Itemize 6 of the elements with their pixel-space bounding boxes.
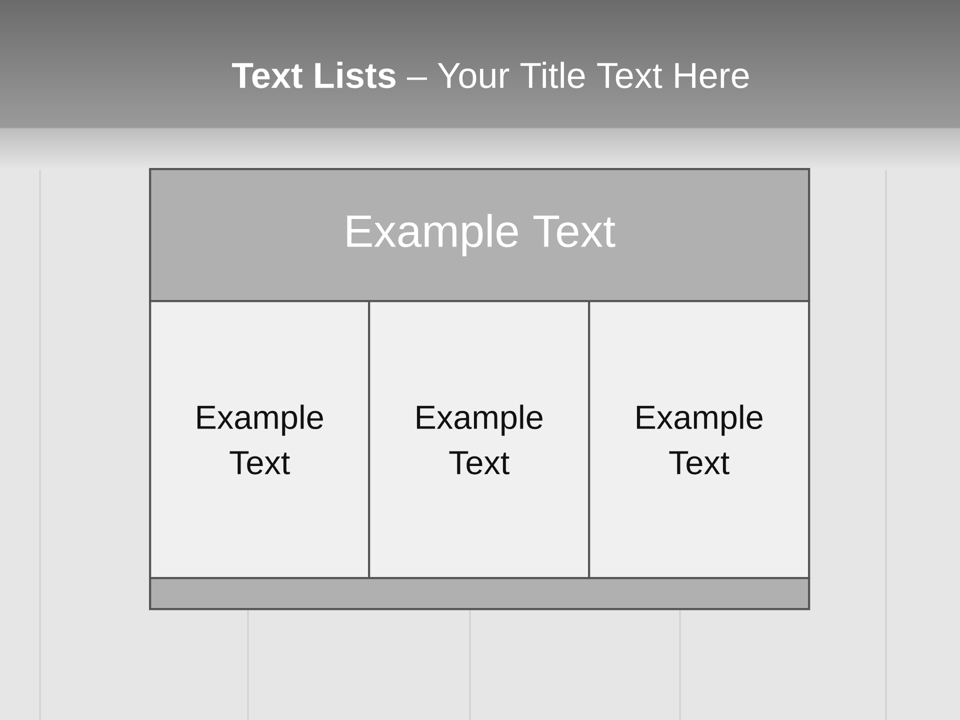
- table-header: Example Text: [149, 168, 810, 302]
- table-cell: Example Text: [368, 300, 590, 580]
- table-cell: Example Text: [588, 300, 810, 580]
- table-cell: Example Text: [149, 300, 370, 580]
- footer-bar: [149, 577, 810, 610]
- title: Text Lists – Your Title Text Here: [232, 62, 749, 88]
